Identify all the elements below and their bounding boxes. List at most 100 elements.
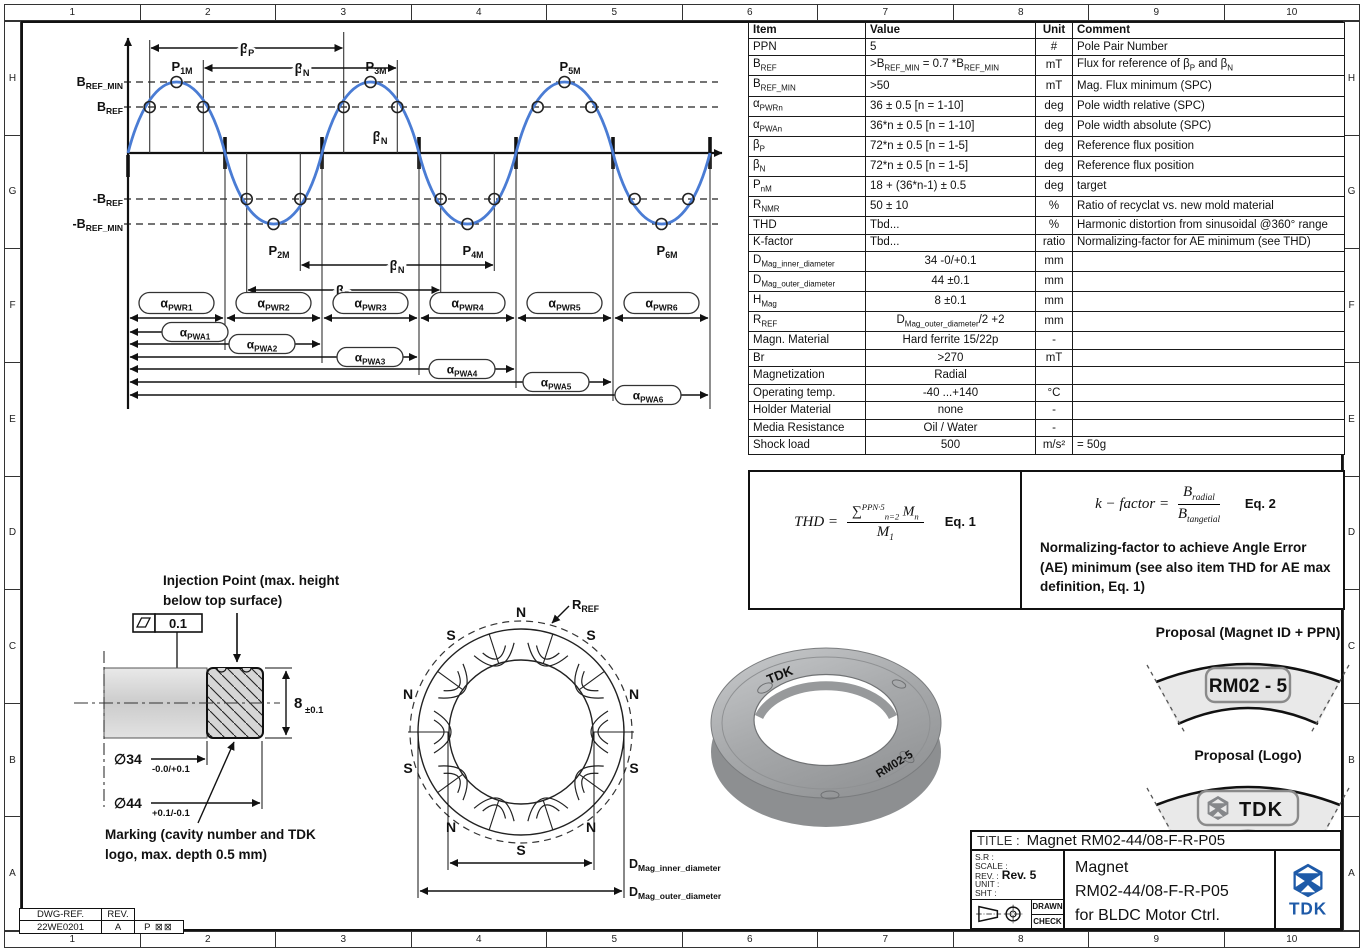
ring-dimple-4 [891, 679, 907, 689]
spec-header-unit: Unit [1035, 22, 1073, 39]
check-label: CHECK [1033, 916, 1062, 926]
inner-dia-tol: -0.0/+0.1 [152, 764, 190, 775]
eq2-label: Eq. 2 [1244, 495, 1276, 511]
sr-label: S.R : [975, 852, 994, 862]
spec-cell-unit: - [1035, 331, 1073, 350]
ring-3d-render: TDK RM02-5 [710, 647, 942, 827]
spec-cell-comment: Pole width absolute (SPC) [1072, 115, 1345, 137]
spec-cell-item: βP [748, 135, 866, 157]
grid-ref-B: B [1344, 704, 1359, 818]
spec-cell-value: 72*n ± 0.5 [n = 1-5] [865, 155, 1036, 177]
proposal-id-text: RM02 - 5 [1209, 676, 1288, 697]
proposal-section: Proposal (Magnet ID + PPN) RM02 - 5 Prop… [1146, 624, 1350, 862]
guide-lines [149, 32, 711, 409]
flux-sine-wave [126, 80, 712, 226]
spec-cell-comment [1072, 251, 1345, 273]
ring-chamfer-line [721, 656, 931, 790]
spec-cell-value: 36*n ± 0.5 [n = 1-10] [865, 115, 1036, 137]
spec-cell-unit: % [1035, 216, 1073, 235]
grid-ref-A: A [9, 868, 16, 880]
pole-pattern-diagram: N S N S N S N S N S RREF DMag_inner_diam… [403, 597, 722, 901]
spec-cell-item: Media Resistance [748, 418, 866, 438]
grid-ref-6: 6 [683, 5, 818, 20]
spec-cell-value: 18 + (36*n-1) ± 0.5 [865, 175, 1036, 198]
spec-cell-item: Shock load [748, 436, 866, 455]
grid-ref-D: D [5, 477, 20, 591]
svg-text:P2M: P2M [269, 243, 290, 260]
spec-cell-value: Tbd... [865, 216, 1036, 235]
height-dimension [265, 667, 292, 739]
svg-text:N: N [516, 604, 526, 620]
peak-labels: P1M P2M P3M P4M P5M P6M [172, 59, 678, 260]
spec-cell-unit: m/s² [1035, 436, 1073, 455]
svg-text:N: N [629, 686, 639, 702]
spec-cell-comment: Harmonic distortion from sinusoidal @360… [1072, 216, 1345, 235]
flatness-symbol-icon [135, 617, 152, 628]
grid-ref-6: 6 [683, 932, 818, 947]
spec-cell-item: RREF [748, 311, 866, 333]
spec-cell-item: DMag_outer_diameter [748, 271, 866, 293]
spec-cell-comment [1072, 383, 1345, 403]
spec-cell-value: none [865, 401, 1036, 420]
grid-ref-2: 2 [141, 932, 276, 947]
spec-cell-comment [1072, 401, 1345, 420]
ring-dimple-2 [899, 750, 915, 764]
spec-cell-comment: Pole width relative (SPC) [1072, 95, 1345, 117]
spec-cell-item: THD [748, 216, 866, 235]
proposal-logo-text: TDK [1239, 799, 1283, 821]
grid-ref-D: D [1344, 477, 1359, 591]
spec-cell-comment [1072, 366, 1345, 385]
spec-cell-comment [1072, 311, 1345, 333]
grid-ref-3: 3 [276, 932, 412, 947]
spec-cell-unit: mT [1035, 55, 1073, 77]
projection-symbol-icon [972, 900, 1032, 928]
spec-cell-value: 72*n ± 0.5 [n = 1-5] [865, 135, 1036, 157]
thd-equation-numerator: ∑PPN·5n=2 Mn [846, 502, 924, 524]
spec-cell-item: K-factor [748, 233, 866, 253]
proposal-id-segment: RM02 - 5 [1146, 662, 1350, 734]
svg-text:TDK: TDK [1289, 898, 1327, 918]
spec-cell-unit: # [1035, 37, 1073, 57]
spec-cell-value: Radial [865, 366, 1036, 385]
grid-ref-F: F [5, 249, 20, 363]
spec-cell-item: DMag_inner_diameter [748, 251, 866, 273]
proposal-logo-title: Proposal (Logo) [1194, 747, 1302, 763]
spec-cell-comment [1072, 331, 1345, 350]
grid-ref-3: 3 [276, 5, 412, 20]
grid-ref-H: H [5, 22, 20, 136]
beta-n-label: βN [295, 61, 310, 78]
spec-row: Operating temp.-40 ...+140°C [748, 383, 1345, 403]
drawing-title: Magnet RM02-44/08-F-R-P05 [1026, 832, 1226, 849]
spec-cell-unit: mT [1035, 75, 1073, 97]
rev-row: REV. :Rev. 5 [975, 867, 1037, 882]
unit-label: UNIT : [975, 879, 1000, 890]
spec-cell-value: 34 -0/+0.1 [865, 251, 1036, 273]
spec-cell-item: Magnetization [748, 366, 866, 385]
spec-cell-unit: deg [1035, 135, 1073, 157]
kfactor-note: Normalizing-factor to achieve Angle Erro… [1040, 540, 1331, 595]
cross-section-figure: Injection Point (max. height below top s… [74, 573, 340, 862]
flatness-tolerance-frame: 0.1 [132, 613, 203, 687]
spec-cell-value: Oil / Water [865, 418, 1036, 438]
spec-cell-value: 5 [865, 37, 1036, 57]
rref-arrow [551, 605, 570, 624]
kfactor-equation-numerator: Bradial [1177, 484, 1221, 505]
svg-text:S: S [586, 627, 595, 643]
dwg-ref-block: DWG-REF. REV. 22WE0201 A P ⊠⊠ [18, 907, 184, 934]
spec-cell-item: βN [748, 155, 866, 177]
spec-cell-unit: deg [1035, 155, 1073, 177]
spec-header-value: Value [865, 22, 1036, 39]
spec-cell-item: αPWAn [748, 115, 866, 137]
spec-cell-value: >BREF_MIN = 0.7 *BREF_MIN [865, 55, 1036, 77]
svg-text:P3M: P3M [366, 59, 387, 76]
tdk-logo: TDK [1276, 851, 1340, 928]
grid-ref-7: 7 [818, 5, 954, 20]
alpha-pwa-pills: αPWA1 αPWA2 αPWA3 αPWA4 αPWA5 αPWA6 [161, 321, 682, 406]
svg-text:P5M: P5M [560, 59, 581, 76]
eq1-label: Eq. 1 [944, 514, 976, 529]
spec-cell-value: >50 [865, 75, 1036, 97]
